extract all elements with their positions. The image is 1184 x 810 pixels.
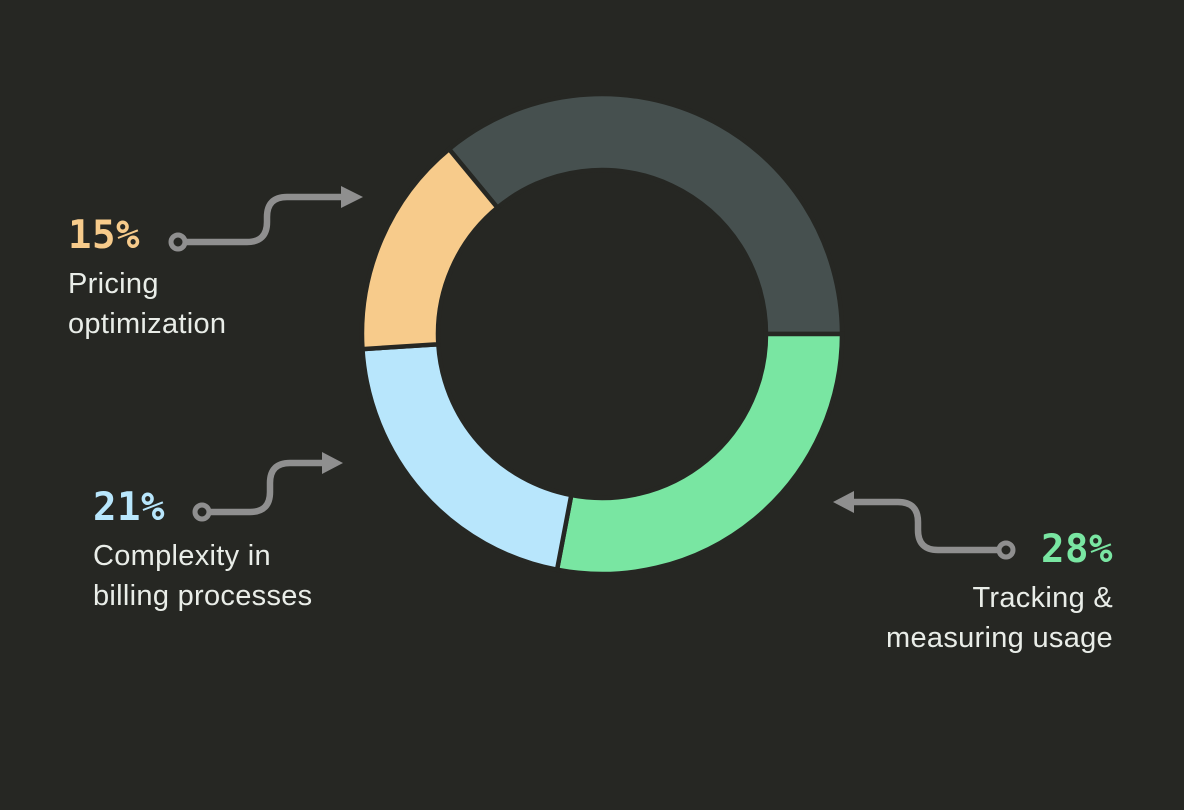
donut-segment-pricing-optimization <box>359 145 501 352</box>
donut-segment-tracking-measuring-usage <box>554 331 845 577</box>
pricing-percent-value: 15% <box>68 213 140 258</box>
pricing-connector-line <box>187 193 341 246</box>
complexity-connector <box>192 452 343 522</box>
tracking-label-line2: measuring usage <box>886 622 1113 654</box>
callout-complexity-billing: 21% Complexity in billing processes <box>93 486 313 616</box>
pricing-arrowhead-icon <box>341 186 363 208</box>
complexity-label-line1: Complexity in <box>93 540 271 572</box>
complexity-percent-value: 21% <box>93 485 165 530</box>
callout-pricing-optimization: 15% Pricing optimization <box>68 214 226 344</box>
tracking-label-line1: Tracking & <box>972 582 1113 614</box>
donut-segment-complexity-billing <box>360 341 574 573</box>
pricing-connector <box>168 186 363 252</box>
complexity-arrowhead-icon <box>322 452 343 474</box>
tracking-arrowhead-icon <box>833 491 854 513</box>
pricing-connector-dot-icon <box>168 232 188 252</box>
tracking-connector <box>833 491 1016 560</box>
donut-segment-remainder <box>445 91 845 337</box>
donut-chart <box>359 91 845 577</box>
pricing-label-line1: Pricing <box>68 268 159 300</box>
pricing-label-line2: optimization <box>68 308 227 340</box>
tracking-percent-value: 28% <box>1041 527 1113 572</box>
complexity-connector-line <box>211 459 322 516</box>
callout-tracking-usage: 28% Tracking & measuring usage <box>886 528 1113 658</box>
complexity-label-line2: billing processes <box>93 580 313 612</box>
tracking-connector-line <box>854 498 997 554</box>
complexity-connector-dot-icon <box>192 502 212 522</box>
tracking-connector-dot-icon <box>996 540 1016 560</box>
